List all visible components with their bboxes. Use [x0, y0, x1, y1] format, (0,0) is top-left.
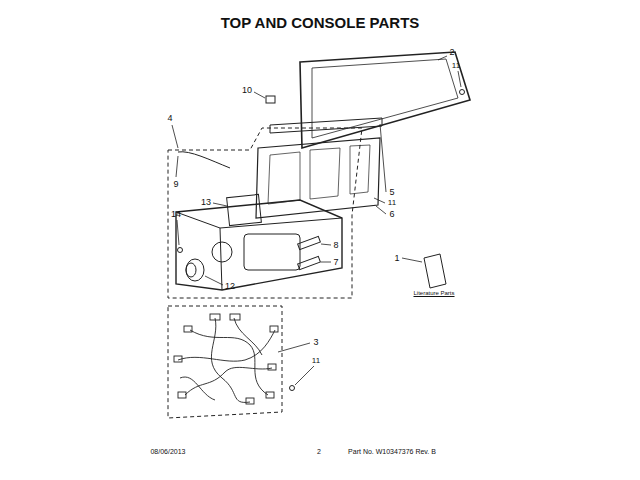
callout-number: 8 [333, 241, 338, 250]
callout-number: 2 [449, 48, 454, 57]
caption-note: Literature Parts [413, 290, 454, 296]
clip [266, 96, 275, 103]
console-panel [176, 200, 342, 290]
callout-number: 13 [201, 198, 211, 207]
callout-number: 11 [388, 199, 396, 207]
top-lid [300, 52, 470, 148]
top-lid-inner [312, 59, 458, 138]
callout-number: 6 [389, 210, 394, 219]
panel-detail [268, 145, 370, 204]
callout-number: 9 [173, 180, 178, 189]
control-board [227, 194, 262, 225]
switch-strip [298, 236, 321, 249]
callout-number: 4 [167, 114, 172, 123]
literature-booklet [424, 254, 446, 288]
switch-strip [298, 256, 321, 269]
screw [290, 386, 295, 391]
callout-number: 7 [333, 258, 338, 267]
page-title: TOP AND CONSOLE PARTS [221, 15, 420, 30]
callout-number: 5 [389, 188, 394, 197]
wire-harness [174, 314, 278, 404]
footer-date: 08/06/2013 [150, 448, 185, 455]
callout-number: 12 [225, 282, 235, 291]
callout-number: 3 [313, 338, 318, 347]
bracket [270, 118, 382, 133]
display-window [244, 234, 300, 270]
ground-wire [178, 152, 230, 168]
callout-number: 11 [452, 62, 460, 70]
page-number: 2 [317, 448, 321, 455]
knob [186, 259, 204, 281]
console-edge [176, 212, 342, 290]
part-number: Part No. W10347376 Rev. B [348, 448, 436, 455]
callout-number: 1 [394, 254, 399, 263]
leader-lines [172, 56, 461, 385]
callout-number: 14 [171, 210, 181, 219]
console-back-panel [256, 138, 380, 218]
screw [460, 90, 465, 95]
callout-number: 10 [242, 86, 252, 95]
callout-number: 11 [312, 357, 320, 365]
screw [178, 248, 183, 253]
knob-face [186, 263, 196, 277]
group-outline [168, 128, 362, 298]
knob-ring [212, 242, 232, 262]
group-outline [168, 306, 282, 418]
